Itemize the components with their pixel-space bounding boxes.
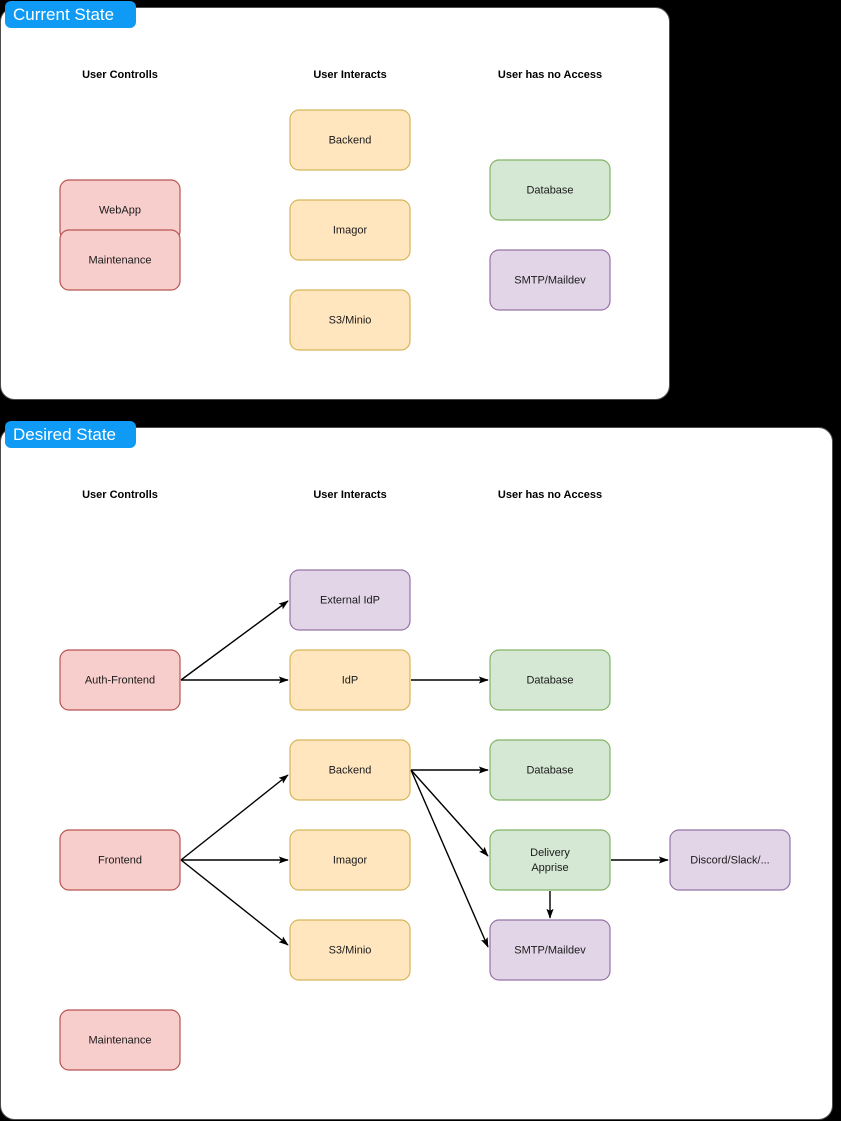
node-database[interactable]: Database: [489, 159, 611, 221]
panel-desired-state-badge: [5, 421, 136, 448]
node-discord-slack-label: Discord/Slack/...: [690, 854, 769, 866]
desired-column-header-controls: User Controlls: [82, 489, 158, 501]
node-database-idp-label: Database: [526, 674, 573, 686]
current-column-header-interacts: User Interacts: [313, 69, 386, 81]
panel-current-state: Current State User Controlls User Intera…: [0, 1, 670, 400]
node-idp[interactable]: IdP: [289, 649, 411, 711]
node-smtp-maildev-label: SMTP/Maildev: [514, 274, 586, 286]
node-backend-desired-box[interactable]: [289, 739, 411, 801]
node-external-idp-label: External IdP: [320, 594, 380, 606]
node-webapp[interactable]: WebApp: [59, 179, 181, 241]
desired-column-header-interacts: User Interacts: [313, 489, 386, 501]
edge-backend-to-smtp-maildev: [410, 769, 489, 948]
node-s3-minio-desired[interactable]: S3/Minio: [289, 919, 411, 981]
node-delivery-apprise[interactable]: Delivery Apprise: [489, 829, 611, 891]
node-discord-slack[interactable]: Discord/Slack/...: [669, 829, 791, 891]
node-database-backend[interactable]: Database: [489, 739, 611, 801]
node-maintenance[interactable]: Maintenance: [59, 229, 181, 291]
node-backend[interactable]: Backend: [289, 109, 411, 171]
current-column-header-controls: User Controlls: [82, 69, 158, 81]
edge-auth-frontend-to-external-idp: [180, 600, 289, 681]
node-idp-label: IdP: [342, 674, 359, 686]
node-webapp-label: WebApp: [99, 204, 141, 216]
node-imagor-label: Imagor: [333, 224, 368, 236]
node-maintenance-desired-label: Maintenance: [89, 1034, 152, 1046]
node-backend-desired-label: Backend: [329, 764, 372, 776]
edge-frontend-to-backend: [180, 774, 289, 861]
node-smtp-maildev-box[interactable]: [489, 249, 611, 311]
node-smtp-maildev-desired-box[interactable]: [489, 919, 611, 981]
node-smtp-maildev[interactable]: SMTP/Maildev: [489, 249, 611, 311]
node-auth-frontend-box[interactable]: [59, 649, 181, 711]
node-backend-box[interactable]: [289, 109, 411, 171]
node-s3-minio[interactable]: S3/Minio: [289, 289, 411, 351]
node-maintenance-desired-box[interactable]: [59, 1009, 181, 1071]
panel-current-state-badge: [5, 1, 136, 28]
node-smtp-maildev-desired[interactable]: SMTP/Maildev: [489, 919, 611, 981]
node-delivery-apprise-box[interactable]: [489, 829, 611, 891]
node-smtp-maildev-desired-label: SMTP/Maildev: [514, 944, 586, 956]
node-external-idp-box[interactable]: [289, 569, 411, 631]
edge-frontend-to-s3-minio: [180, 859, 289, 946]
node-maintenance-label: Maintenance: [89, 254, 152, 266]
node-maintenance-desired[interactable]: Maintenance: [59, 1009, 181, 1071]
node-idp-box[interactable]: [289, 649, 411, 711]
node-delivery-apprise-label-line1: Delivery: [530, 847, 570, 859]
node-imagor-box[interactable]: [289, 199, 411, 261]
node-backend-label: Backend: [329, 134, 372, 146]
node-database-idp-box[interactable]: [489, 649, 611, 711]
node-imagor[interactable]: Imagor: [289, 199, 411, 261]
panel-current-state-badge-label: Current State: [13, 5, 114, 24]
node-database-backend-label: Database: [526, 764, 573, 776]
node-maintenance-box[interactable]: [59, 229, 181, 291]
desired-column-header-no-access: User has no Access: [498, 489, 602, 501]
node-frontend[interactable]: Frontend: [59, 829, 181, 891]
current-column-header-no-access: User has no Access: [498, 69, 602, 81]
panel-desired-state-surface: [0, 427, 833, 1120]
node-imagor-desired-label: Imagor: [333, 854, 368, 866]
node-s3-minio-label: S3/Minio: [329, 314, 372, 326]
node-s3-minio-desired-label: S3/Minio: [329, 944, 372, 956]
edge-backend-to-delivery-apprise: [410, 769, 489, 857]
node-database-label: Database: [526, 184, 573, 196]
node-s3-minio-box[interactable]: [289, 289, 411, 351]
node-database-box[interactable]: [489, 159, 611, 221]
node-external-idp[interactable]: External IdP: [289, 569, 411, 631]
node-imagor-desired[interactable]: Imagor: [289, 829, 411, 891]
node-frontend-label: Frontend: [98, 854, 142, 866]
node-frontend-box[interactable]: [59, 829, 181, 891]
node-s3-minio-desired-box[interactable]: [289, 919, 411, 981]
panel-desired-state-badge-label: Desired State: [13, 425, 116, 444]
node-auth-frontend[interactable]: Auth-Frontend: [59, 649, 181, 711]
node-auth-frontend-label: Auth-Frontend: [85, 674, 155, 686]
panel-desired-state: Desired State User Controlls User Intera…: [0, 421, 833, 1120]
node-discord-slack-box[interactable]: [669, 829, 791, 891]
node-database-idp[interactable]: Database: [489, 649, 611, 711]
node-delivery-apprise-label-line2: Apprise: [531, 862, 568, 874]
edge-layer: [180, 600, 669, 948]
node-backend-desired[interactable]: Backend: [289, 739, 411, 801]
node-database-backend-box[interactable]: [489, 739, 611, 801]
node-imagor-desired-box[interactable]: [289, 829, 411, 891]
